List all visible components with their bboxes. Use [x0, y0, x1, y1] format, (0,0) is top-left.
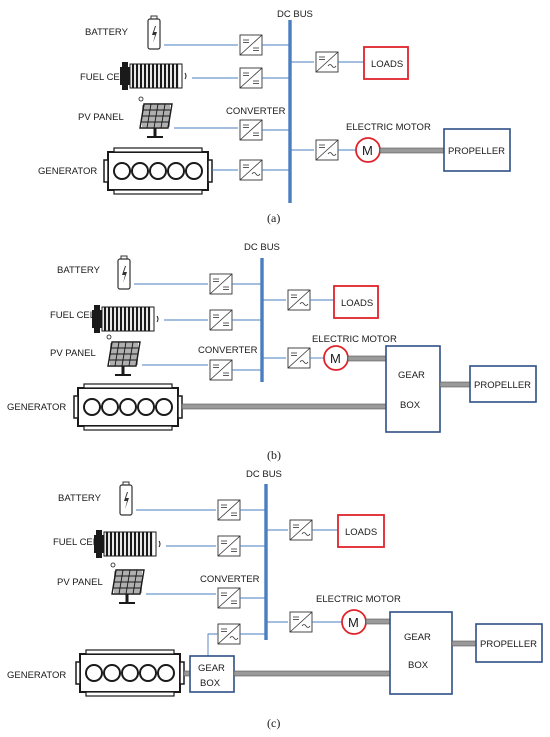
battery-icon: [117, 255, 131, 290]
box-label: BOX: [200, 678, 221, 689]
gear-label: GEAR: [404, 632, 431, 643]
loads-box: [337, 514, 385, 548]
propeller-label: PROPELLER: [474, 380, 531, 391]
shaft: [451, 640, 477, 647]
gear-label: GEAR: [198, 663, 225, 674]
fuel-cell-label: FUEL CELL: [50, 310, 100, 321]
pv-panel-label: PV PANEL: [78, 112, 124, 123]
gear-box: [385, 345, 441, 433]
dc-bus-label: DC BUS: [244, 242, 280, 253]
loads-box: [333, 285, 379, 319]
dc-ac-converter-icon: [315, 51, 339, 73]
box-label: BOX: [400, 400, 421, 411]
solar-panel-icon: [137, 95, 174, 139]
ac-dc-converter-icon: [239, 159, 263, 181]
shaft: [365, 618, 391, 625]
fuel-cell-label: FUEL CELL: [80, 72, 130, 83]
electric-motor-label: ELECTRIC MOTOR: [312, 334, 397, 345]
fuel-cell-icon: [92, 528, 162, 560]
gear-box: [389, 611, 453, 695]
shaft: [379, 147, 445, 154]
motor-symbol: M: [330, 351, 341, 366]
loads-box: [363, 46, 409, 80]
converter-label: CONVERTER: [200, 574, 260, 585]
motor-symbol: M: [362, 143, 373, 158]
loads-label: LOADS: [341, 298, 373, 309]
generator-engine-icon: [73, 383, 183, 431]
dc-ac-converter-icon: [287, 289, 311, 311]
propeller-box: [469, 365, 537, 403]
shaft: [183, 670, 191, 677]
fuel-cell-label: FUEL CELL: [53, 537, 103, 548]
caption-c: (c): [267, 716, 280, 730]
solar-panel-icon: [109, 561, 146, 605]
converter-label: CONVERTER: [198, 345, 258, 356]
loads-label: LOADS: [345, 527, 377, 538]
generator-engine-icon: [75, 649, 185, 697]
dc-dc-converter-icon: [209, 309, 233, 331]
solar-panel-icon: [105, 333, 142, 377]
dc-dc-converter-icon: [209, 359, 233, 381]
propeller-box: [475, 623, 543, 663]
pv-panel-label: PV PANEL: [57, 577, 103, 588]
battery-icon: [147, 15, 161, 50]
generator-engine-icon: [103, 147, 213, 195]
loads-label: LOADS: [371, 59, 403, 70]
panel-a: DC BUS BATTERY FUEL CELL PV PANEL CONVER…: [38, 9, 511, 225]
dc-dc-converter-icon: [239, 119, 263, 141]
propeller-box: [443, 128, 511, 172]
battery-label: BATTERY: [57, 265, 101, 276]
converter-label: CONVERTER: [226, 106, 286, 117]
dc-ac-converter-icon: [289, 611, 313, 633]
propeller-label: PROPELLER: [448, 146, 505, 157]
generator-label: GENERATOR: [7, 402, 66, 413]
generator-label: GENERATOR: [7, 670, 66, 681]
caption-b: (b): [267, 448, 281, 462]
fuel-cell-icon: [90, 303, 160, 335]
electric-motor-label: ELECTRIC MOTOR: [316, 594, 401, 605]
dc-bus-label: DC BUS: [277, 9, 313, 20]
panel-c: DC BUS BATTERY FUEL CELL PV PANEL CONVER…: [7, 469, 543, 730]
battery-icon: [119, 481, 133, 516]
dc-dc-converter-icon: [217, 499, 241, 521]
shaft: [233, 670, 391, 677]
dc-dc-converter-icon: [239, 34, 263, 56]
pv-panel-label: PV PANEL: [50, 348, 96, 359]
battery-label: BATTERY: [85, 27, 129, 38]
generator-label: GENERATOR: [38, 166, 97, 177]
battery-label: BATTERY: [58, 493, 102, 504]
shaft: [439, 381, 471, 388]
dc-ac-converter-icon: [287, 347, 311, 369]
box-label: BOX: [408, 660, 429, 671]
dc-dc-converter-icon: [217, 587, 241, 609]
small-gear-box: [189, 655, 235, 693]
gear-label: GEAR: [398, 370, 425, 381]
caption-a: (a): [267, 211, 280, 225]
dc-dc-converter-icon: [239, 67, 263, 89]
shaft: [347, 355, 387, 362]
dc-ac-converter-icon: [315, 139, 339, 161]
dc-dc-converter-icon: [209, 273, 233, 295]
panel-b: DC BUS BATTERY FUEL CELL PV PANEL CONVER…: [7, 242, 537, 462]
propeller-label: PROPELLER: [480, 639, 537, 650]
shaft: [181, 403, 387, 410]
electric-motor-label: ELECTRIC MOTOR: [346, 122, 431, 133]
motor-symbol: M: [348, 615, 359, 630]
ac-dc-converter-icon: [217, 623, 241, 645]
dc-dc-converter-icon: [217, 535, 241, 557]
dc-ac-converter-icon: [289, 519, 313, 541]
dc-bus-label: DC BUS: [246, 469, 282, 480]
